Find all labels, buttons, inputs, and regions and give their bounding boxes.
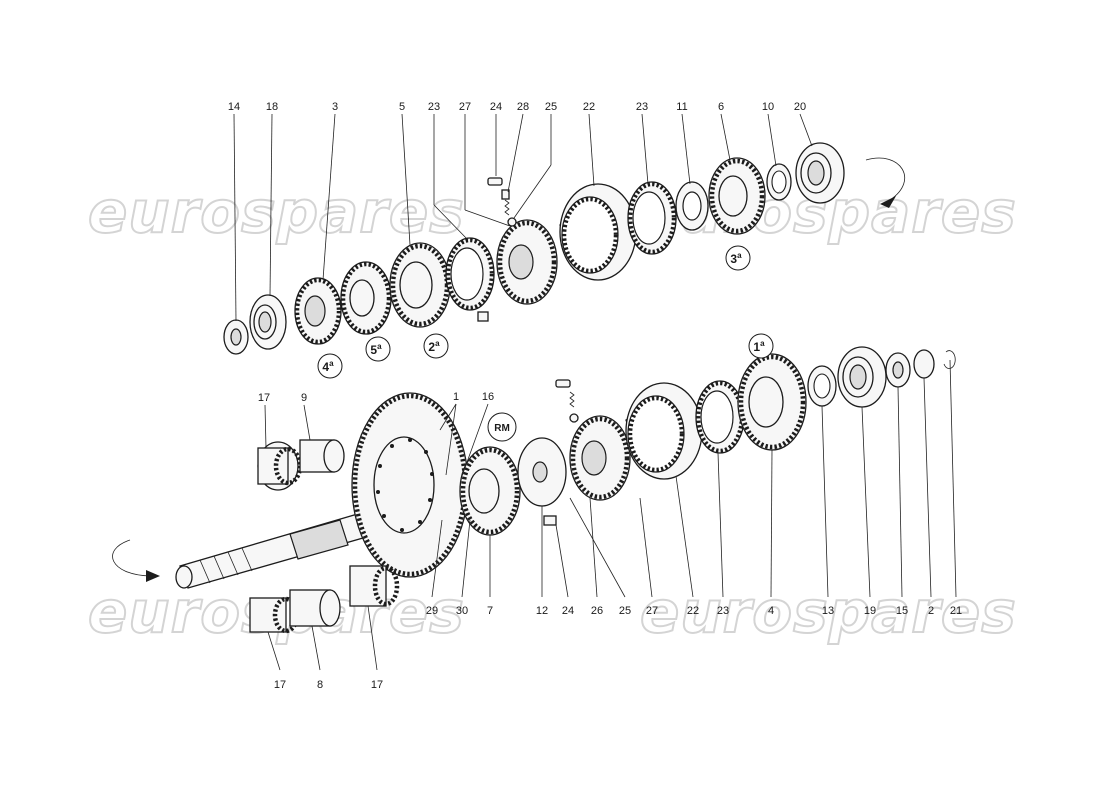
part-9-bushing xyxy=(299,439,345,473)
lower-leader-lines xyxy=(264,359,957,671)
part-8-bushing xyxy=(289,589,341,627)
callout-2: 2 xyxy=(928,605,934,617)
callout-26: 26 xyxy=(591,605,603,617)
gear-fifth xyxy=(340,261,392,335)
callout-6: 6 xyxy=(718,101,724,113)
callout-7: 7 xyxy=(487,605,493,617)
part-5-gear-second xyxy=(389,242,451,328)
callout-13: 13 xyxy=(822,605,834,617)
gear-label-5th: 5a xyxy=(365,336,391,362)
part-27-synchro-hub-upper xyxy=(477,219,558,322)
part-23-synchro-ring-upper xyxy=(445,237,495,311)
callout-20: 20 xyxy=(794,101,806,113)
svg-text:1a: 1a xyxy=(753,339,765,354)
gear-label-1st: 1a xyxy=(748,333,774,359)
rotation-arrow-upper xyxy=(865,157,906,208)
callout-10: 10 xyxy=(762,101,774,113)
callout-21: 21 xyxy=(950,605,962,617)
upper-gear-assembly xyxy=(223,142,906,355)
svg-text:4a: 4a xyxy=(322,359,334,374)
callout-25-lower: 25 xyxy=(619,605,631,617)
callout-24: 24 xyxy=(490,101,502,113)
part-27-synchro-hub-lower xyxy=(543,415,631,526)
upper-callouts: 14 18 3 5 23 27 24 28 25 22 23 11 6 10 2… xyxy=(228,101,806,113)
part-15-nut xyxy=(885,352,911,388)
callout-17-bottom-left: 17 xyxy=(274,679,286,691)
part-23-synchro-ring-lower xyxy=(695,380,745,454)
callout-15: 15 xyxy=(896,605,908,617)
part-2-lock-washer xyxy=(913,349,935,379)
callout-23: 23 xyxy=(428,101,440,113)
callout-27: 27 xyxy=(459,101,471,113)
part-18-bearing xyxy=(249,294,287,350)
svg-text:RM: RM xyxy=(494,423,510,434)
watermark-top-left: eurospares xyxy=(88,178,465,246)
gear-ratio-labels-upper: 4a 5a 2a 3a xyxy=(317,245,751,379)
callout-11: 11 xyxy=(676,101,687,113)
part-22-sliding-sleeve-upper xyxy=(559,183,637,281)
gear-label-3rd: 3a xyxy=(725,245,751,271)
callout-12: 12 xyxy=(536,605,548,617)
part-3-gear-fourth xyxy=(294,277,342,345)
callout-8: 8 xyxy=(317,679,323,691)
part-12-thrust-washer xyxy=(517,437,567,507)
callout-1: 1 xyxy=(453,391,459,403)
callout-23b: 23 xyxy=(636,101,648,113)
part-10-washer xyxy=(766,163,792,201)
gear-label-4th: 4a xyxy=(317,353,343,379)
svg-text:5a: 5a xyxy=(370,342,382,357)
part-24-28-25-detent-upper xyxy=(487,177,517,227)
part-6-gear-third xyxy=(708,157,766,235)
part-17-needle-bearing-top xyxy=(257,441,303,491)
lower-callouts-top: 17 9 1 16 xyxy=(258,391,494,404)
part-20-bearing xyxy=(795,142,845,204)
callout-5: 5 xyxy=(399,101,405,113)
callout-14: 14 xyxy=(228,101,240,113)
part-11-washer xyxy=(675,181,709,231)
gear-label-reverse: RM xyxy=(487,412,517,442)
callout-9: 9 xyxy=(301,392,307,404)
part-13-washer xyxy=(807,365,837,407)
callout-22-lower: 22 xyxy=(687,605,699,617)
callout-27-lower: 27 xyxy=(646,605,658,617)
callout-25: 25 xyxy=(545,101,557,113)
svg-text:3a: 3a xyxy=(730,251,742,266)
part-4-gear-first xyxy=(737,353,807,451)
rotation-arrow-lower xyxy=(112,539,160,582)
gear-label-2nd: 2a xyxy=(423,333,449,359)
callout-28: 28 xyxy=(517,101,529,113)
callout-30: 30 xyxy=(456,605,468,617)
callout-17-top: 17 xyxy=(258,392,270,404)
callout-4: 4 xyxy=(768,605,774,617)
gear-ratio-labels-lower: RM 1a xyxy=(487,333,774,442)
callout-16: 16 xyxy=(482,391,494,403)
part-24-detent-lower xyxy=(555,379,579,423)
callout-23-lower: 23 xyxy=(717,605,729,617)
part-14-nut xyxy=(223,319,249,355)
part-19-bearing xyxy=(837,346,887,408)
callout-19: 19 xyxy=(864,605,876,617)
part-21-circlip xyxy=(943,350,956,369)
callout-24-lower: 24 xyxy=(562,605,574,617)
callout-18: 18 xyxy=(266,101,278,113)
callout-3: 3 xyxy=(332,101,338,113)
callout-17-bottom: 17 xyxy=(371,679,383,691)
part-17-needle-bearing-bottom xyxy=(349,565,400,607)
callout-29: 29 xyxy=(426,605,438,617)
lower-callouts-bottom: 17 8 17 29 30 7 12 24 26 25 27 22 23 4 1… xyxy=(274,605,962,691)
upper-leader-lines xyxy=(233,113,813,322)
svg-text:2a: 2a xyxy=(428,339,440,354)
part-23-synchro-ring-right xyxy=(627,181,677,255)
part-7-reverse-gear xyxy=(459,446,521,536)
part-1-final-drive-gear xyxy=(351,392,469,578)
callout-22: 22 xyxy=(583,101,595,113)
part-22-sliding-sleeve-lower xyxy=(625,382,703,480)
lower-gear-assembly xyxy=(112,346,956,634)
